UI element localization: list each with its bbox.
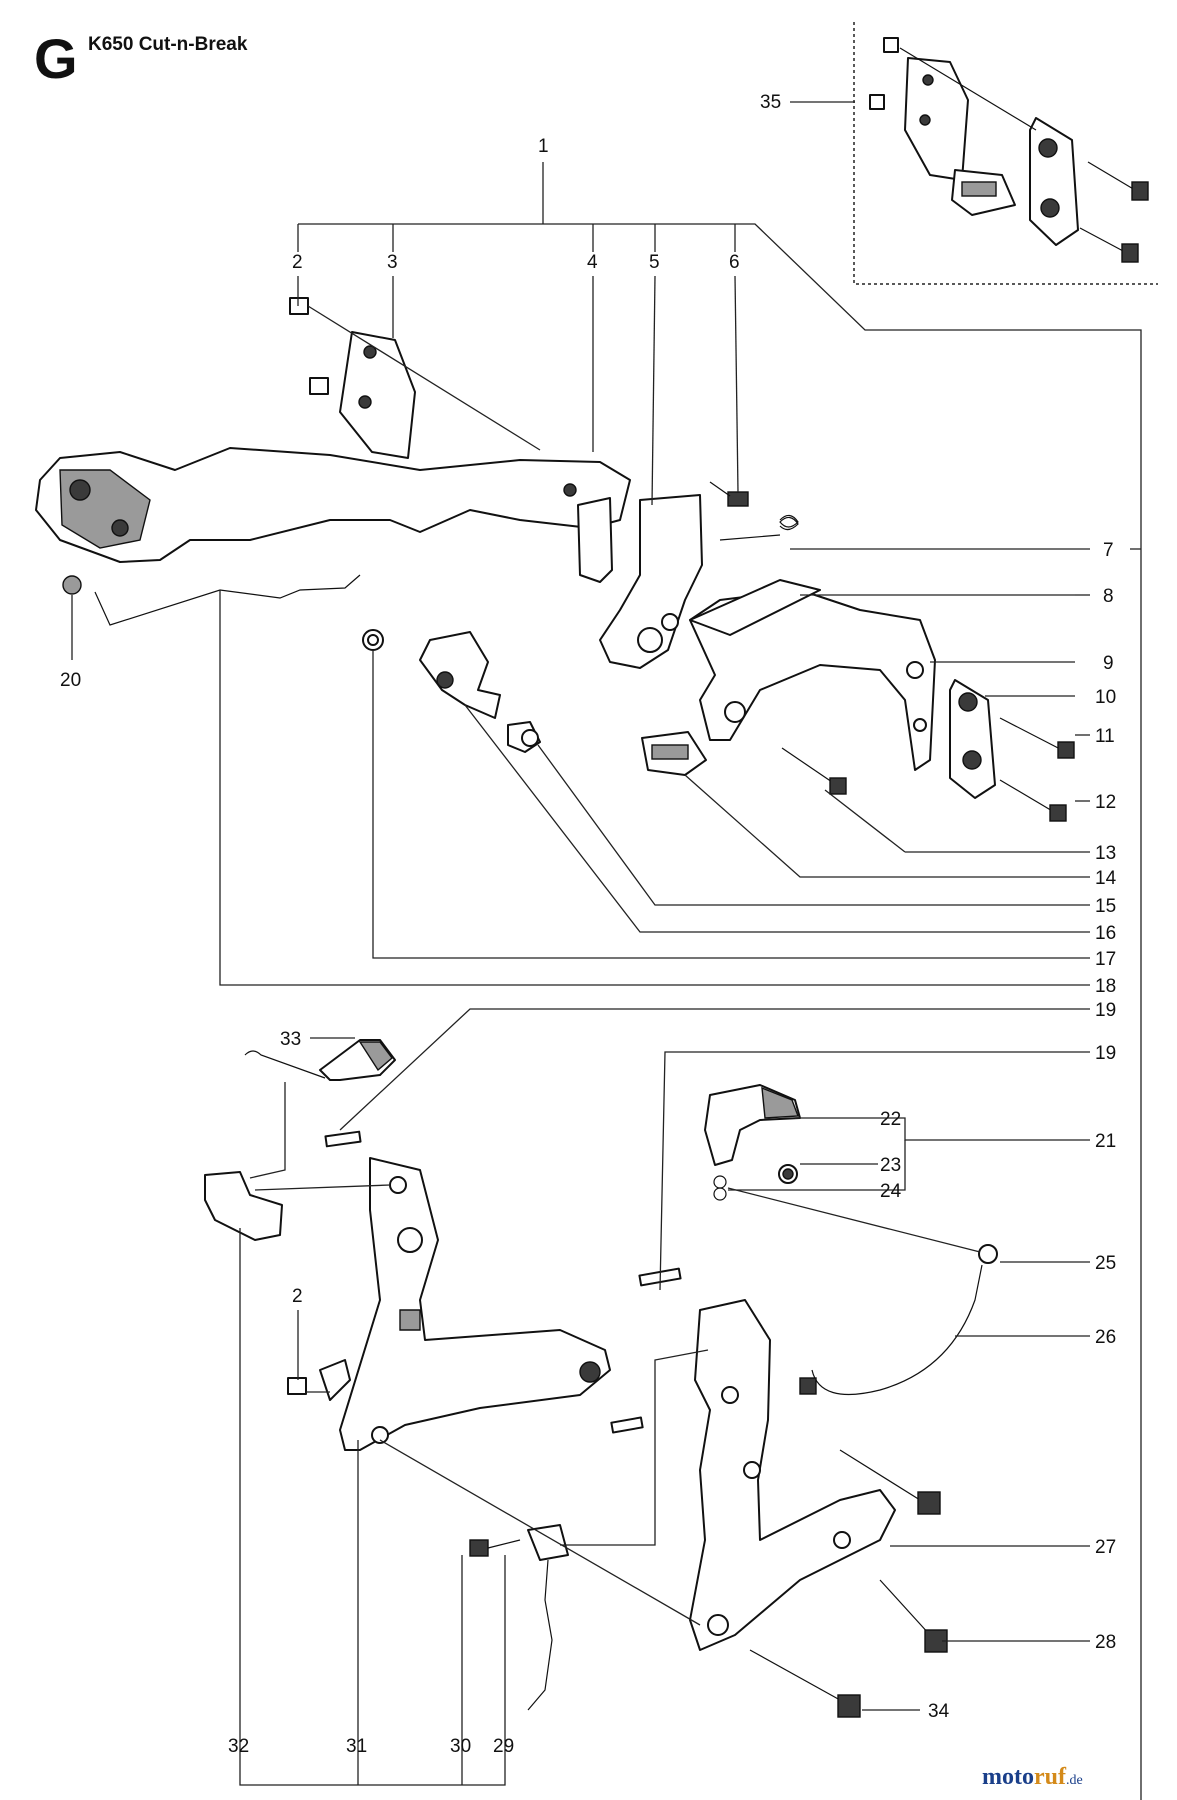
label-15: 15 [1095, 896, 1116, 917]
label-20: 20 [60, 670, 81, 691]
label-33: 33 [280, 1029, 301, 1050]
label-35: 35 [760, 92, 781, 113]
section-letter: G [34, 27, 78, 90]
watermark-tld: .de [1065, 1773, 1083, 1788]
label-27: 27 [1095, 1537, 1116, 1558]
label-26: 26 [1095, 1327, 1116, 1348]
reference-numbers: 1 2 3 4 5 6 35 7 8 9 10 11 12 13 14 15 1… [60, 92, 1117, 1757]
upper-handle-assembly [35, 297, 1075, 822]
label-4: 4 [587, 252, 598, 273]
label-28: 28 [1095, 1632, 1116, 1653]
label-17: 17 [1095, 949, 1116, 970]
label-9: 9 [1103, 653, 1114, 674]
label-34: 34 [928, 1701, 950, 1722]
label-13: 13 [1095, 843, 1116, 864]
label-25: 25 [1095, 1253, 1116, 1274]
label-32: 32 [228, 1736, 249, 1757]
label-24: 24 [880, 1181, 902, 1202]
label-2-lower: 2 [292, 1286, 303, 1307]
inset-kit-parts [869, 37, 1149, 263]
label-30: 30 [450, 1736, 471, 1757]
diagram-title: K650 Cut-n-Break [88, 34, 248, 55]
label-21: 21 [1095, 1131, 1116, 1152]
label-8: 8 [1103, 586, 1114, 607]
label-29: 29 [493, 1736, 514, 1757]
label-6: 6 [729, 252, 740, 273]
label-1: 1 [538, 136, 549, 157]
watermark-logo: motoruf.de [982, 1764, 1083, 1791]
watermark-brand-a: moto [982, 1764, 1034, 1790]
label-31: 31 [346, 1736, 367, 1757]
label-7: 7 [1103, 540, 1114, 561]
label-14: 14 [1095, 868, 1117, 889]
label-18: 18 [1095, 976, 1116, 997]
label-2: 2 [292, 252, 303, 273]
watermark-brand-b: ruf [1033, 1764, 1066, 1790]
lower-handle-assembly [204, 1039, 998, 1718]
label-22: 22 [880, 1109, 901, 1130]
label-5: 5 [649, 252, 660, 273]
inset-box-border [853, 22, 1158, 285]
label-19-lower: 19 [1095, 1043, 1116, 1064]
label-11: 11 [1095, 726, 1115, 747]
label-12: 12 [1095, 792, 1116, 813]
leader-lines [71, 101, 1142, 1800]
label-19-upper: 19 [1095, 1000, 1116, 1021]
label-23: 23 [880, 1155, 901, 1176]
label-10: 10 [1095, 687, 1116, 708]
label-3: 3 [387, 252, 398, 273]
label-16: 16 [1095, 923, 1116, 944]
